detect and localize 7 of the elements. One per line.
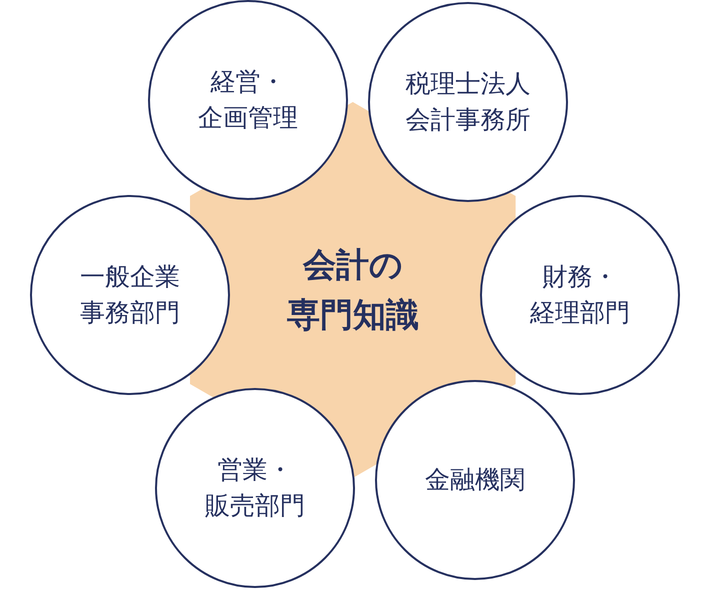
circle-label: 経営・企画管理 [198,66,298,134]
circle-label: 営業・販売部門 [205,454,305,522]
circle-label: 財務・経理部門 [530,261,630,329]
circle-label: 一般企業事務部門 [80,261,180,329]
circle-label: 金融機関 [425,464,525,496]
center-title: 会計の専門知識 [286,244,419,336]
circle-label: 税理士法人会計事務所 [406,68,530,136]
